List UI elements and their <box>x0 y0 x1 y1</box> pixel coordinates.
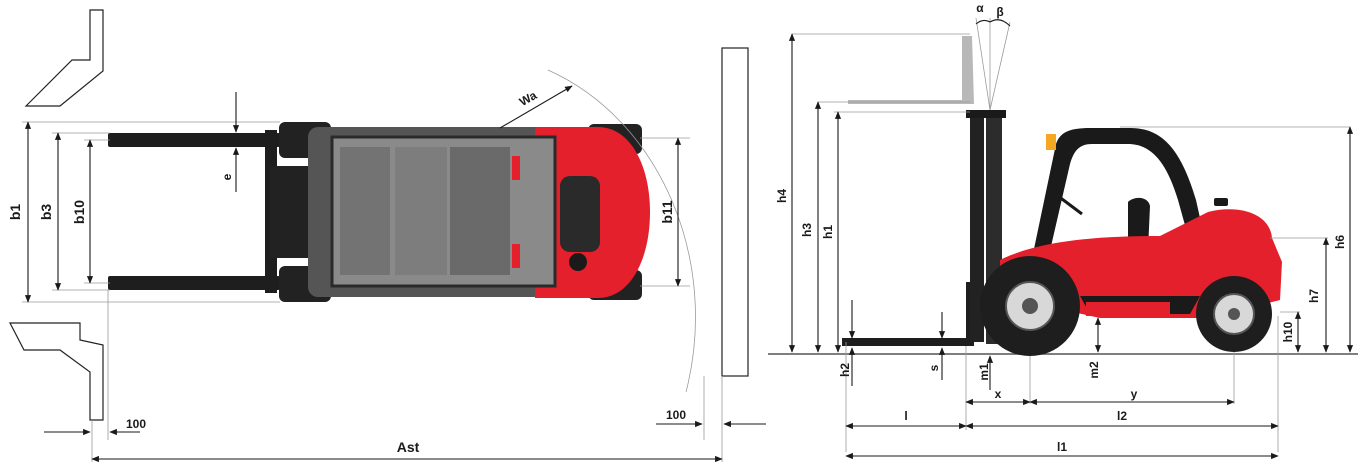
fork-bottom <box>108 276 280 290</box>
dim-wa <box>499 85 573 129</box>
cab-roof-panel-left <box>340 147 390 275</box>
label-x: x <box>995 387 1002 401</box>
cab-roof-panel-mid <box>395 147 447 275</box>
aisle-wall-bottom-left <box>9 322 104 421</box>
label-y: y <box>1131 387 1138 401</box>
label-s: s <box>927 364 941 371</box>
label-l2: l2 <box>1117 409 1127 423</box>
label-b1: b1 <box>7 204 23 221</box>
top-view: b1 b3 b10 b11 e Wa 100 100 Ast <box>7 9 766 463</box>
label-h2: h2 <box>838 363 852 377</box>
label-h6: h6 <box>1333 235 1347 249</box>
label-alpha: α <box>976 1 984 15</box>
label-l1: l1 <box>1057 440 1067 454</box>
side-mast <box>970 112 984 342</box>
label-h1: h1 <box>821 225 835 239</box>
counterweight-side <box>1086 302 1170 316</box>
label-h7: h7 <box>1307 289 1321 303</box>
label-h10: h10 <box>1281 321 1295 342</box>
aisle-wall-right <box>721 47 749 377</box>
label-h4: h4 <box>775 189 789 203</box>
label-beta: β <box>996 5 1003 19</box>
label-b11: b11 <box>659 200 675 224</box>
side-mast-top <box>966 110 1006 118</box>
cab-light-top <box>512 156 520 180</box>
label-l: l <box>904 409 907 423</box>
label-b10: b10 <box>71 200 87 224</box>
lowered-fork <box>842 282 974 346</box>
cab-light-bottom <box>512 244 520 268</box>
label-b3: b3 <box>38 204 54 221</box>
label-m1: m1 <box>977 363 991 381</box>
label-ast: Ast <box>397 439 420 455</box>
aisle-wall-top-left <box>24 9 104 107</box>
label-100-left: 100 <box>126 417 146 431</box>
engine-cover <box>560 176 600 252</box>
turning-radius-arc <box>547 69 696 393</box>
tow-pin <box>569 253 587 271</box>
label-e: e <box>220 173 234 180</box>
label-100-right: 100 <box>666 408 686 422</box>
beacon <box>1046 134 1056 150</box>
raised-fork <box>848 36 974 104</box>
cab-roof-panel-right <box>450 147 510 275</box>
fork-top <box>108 133 280 147</box>
label-h3: h3 <box>800 223 814 237</box>
side-view: α β h4 h3 h1 h2 s m1 m2 h6 h7 h10 x y l … <box>768 1 1358 460</box>
label-wa: Wa <box>517 88 539 109</box>
label-m2: m2 <box>1087 361 1101 379</box>
